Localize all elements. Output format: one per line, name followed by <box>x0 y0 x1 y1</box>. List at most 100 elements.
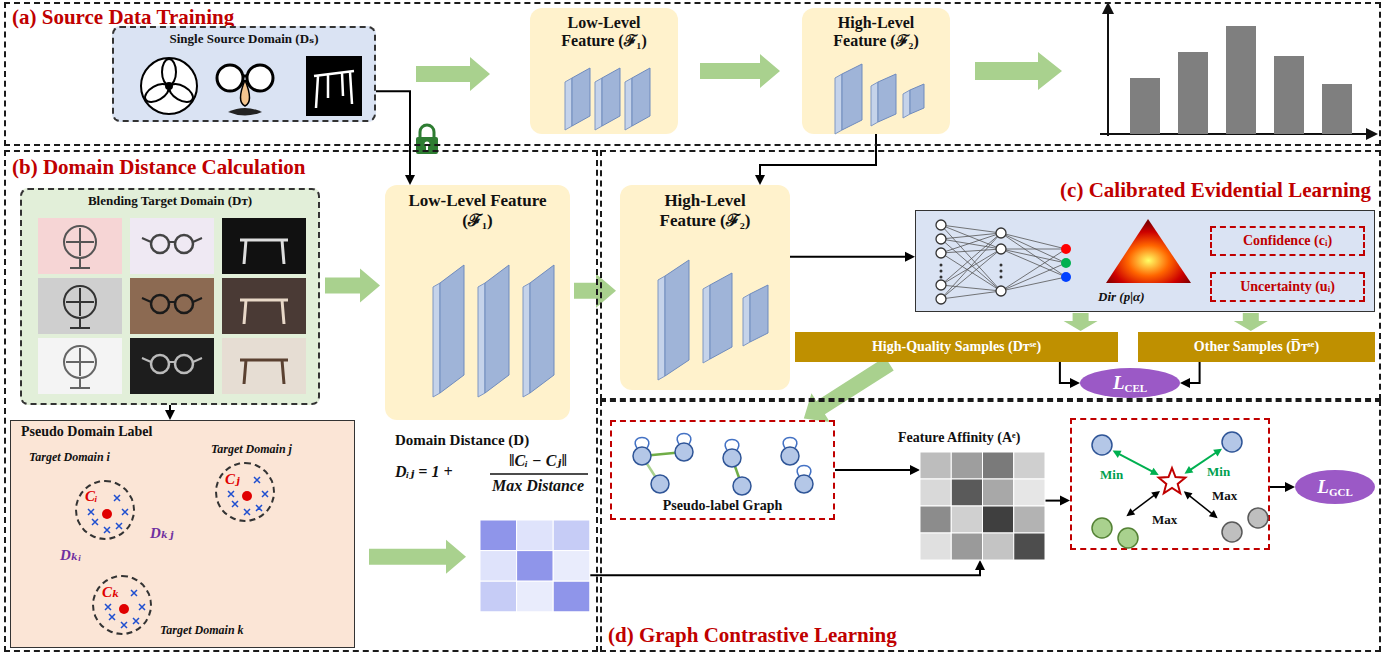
ellipsis-dot <box>1000 264 1003 267</box>
cluster-label: Target Domain i <box>29 450 110 465</box>
connector-line <box>835 469 912 471</box>
flow-arrow <box>416 57 490 91</box>
connector <box>376 91 415 185</box>
network-link <box>1001 249 1066 263</box>
target-photo <box>38 338 122 394</box>
layer-slab <box>710 273 732 359</box>
flow-arrow <box>369 540 466 574</box>
affinity-matrix: Feature Affinity (Aᵉ) <box>920 452 1045 560</box>
max-label: Max <box>1152 512 1177 528</box>
network-link <box>941 249 1001 299</box>
sample-cross <box>116 523 122 529</box>
network-link <box>1001 249 1066 277</box>
contrast-box-art <box>1072 420 1272 552</box>
photo-glasses <box>175 295 193 313</box>
sample-node <box>1222 432 1242 452</box>
ellipsis-dot <box>1000 276 1003 279</box>
sample-set-label: High-Quality Samples (Dᴛˢᵉ) <box>872 339 1041 355</box>
layer-slab-side <box>743 294 750 346</box>
layer-slab-side <box>565 78 572 130</box>
photo-glasses <box>151 235 169 253</box>
ellipsis-dot <box>940 270 943 273</box>
network-unit <box>936 294 946 304</box>
matrix-cell <box>553 520 590 551</box>
sample-cross <box>256 505 262 511</box>
panel-title: (d) Graph Contrastive Learning <box>608 623 897 648</box>
graph-box: Pseudo-label Graph <box>610 420 835 520</box>
chart-bar <box>1130 78 1160 134</box>
sample-cross <box>262 491 268 497</box>
network-link <box>1001 249 1066 250</box>
matrix-cell <box>920 506 951 533</box>
chart-axis <box>1107 12 1109 136</box>
network-link <box>941 225 1001 291</box>
matrix-cell <box>1014 533 1045 560</box>
matrix-cell <box>920 533 951 560</box>
panel-region: (d) Graph Contrastive Learning Pseudo-lab… <box>600 400 1381 652</box>
output-unit <box>1061 258 1071 268</box>
photo-glasses <box>175 355 193 373</box>
network-link <box>1001 233 1066 249</box>
arrowhead <box>1150 468 1159 475</box>
network-unit <box>996 286 1006 296</box>
photo-glasses <box>175 235 193 253</box>
sample-cross <box>122 509 128 515</box>
feature-box: Low-Level Feature (ℱ₁) <box>530 8 678 134</box>
layer-slab <box>842 64 862 130</box>
network-link <box>941 285 1001 291</box>
table-sketch <box>314 71 354 108</box>
photo-glasses <box>142 238 202 242</box>
matrix-cell <box>517 581 554 612</box>
layer-slab <box>602 68 620 126</box>
dirichlet-simplex <box>1106 219 1191 283</box>
target-photo <box>130 278 214 334</box>
centroid-label: Cⱼ <box>225 470 240 488</box>
layer-slab-side <box>903 90 910 118</box>
flow-arrow <box>975 52 1062 90</box>
glasses-lens <box>247 65 273 91</box>
photo-fan <box>66 348 94 388</box>
connector <box>804 357 894 422</box>
network-link <box>1001 263 1066 291</box>
arrowhead <box>910 465 920 475</box>
flow-arrow <box>700 54 780 88</box>
output-label: Confidence (cᵢ) <box>1243 233 1332 249</box>
chart-bar <box>1322 84 1352 134</box>
glasses-lens <box>217 65 243 91</box>
centroid-label: Cₖ <box>102 583 120 601</box>
target-photo <box>222 338 306 394</box>
arrowhead <box>1060 496 1070 506</box>
connector <box>590 560 985 575</box>
min-label: Min <box>1207 464 1230 480</box>
sample-cross <box>133 618 139 624</box>
graph-node <box>781 447 799 465</box>
network-link <box>941 225 1001 249</box>
arrowhead <box>905 252 915 262</box>
output-unit <box>1061 272 1071 282</box>
network-unit <box>936 248 946 258</box>
network-link <box>1001 249 1066 291</box>
sample-cross <box>232 501 238 507</box>
sample-set-box: High-Quality Samples (Dᴛˢᵉ) <box>795 332 1118 362</box>
domain-cluster: CⱼTarget Domain j <box>215 462 275 522</box>
connector <box>1064 313 1098 331</box>
ellipsis-dot <box>1000 270 1003 273</box>
connector <box>1060 362 1080 388</box>
loss-symbol: L <box>1113 372 1125 394</box>
layer-slab <box>750 285 768 342</box>
ellipsis-dot <box>940 264 943 267</box>
loss-symbol: L <box>1317 476 1329 498</box>
network-link <box>941 239 1001 291</box>
arrowhead <box>1184 491 1193 499</box>
arrowhead <box>1285 482 1295 492</box>
arrowhead <box>1184 466 1193 474</box>
target-photo <box>222 218 306 274</box>
contrast-box: MinMinMaxMax <box>1070 418 1270 550</box>
matrix-cell <box>553 551 590 582</box>
connector <box>1045 496 1070 506</box>
distance-matrix-art <box>480 520 590 612</box>
chart-bar <box>1274 56 1304 134</box>
connector-line <box>590 568 980 575</box>
flow-arrow <box>1234 313 1268 331</box>
box-heading: Pseudo Domain Label <box>21 424 152 440</box>
